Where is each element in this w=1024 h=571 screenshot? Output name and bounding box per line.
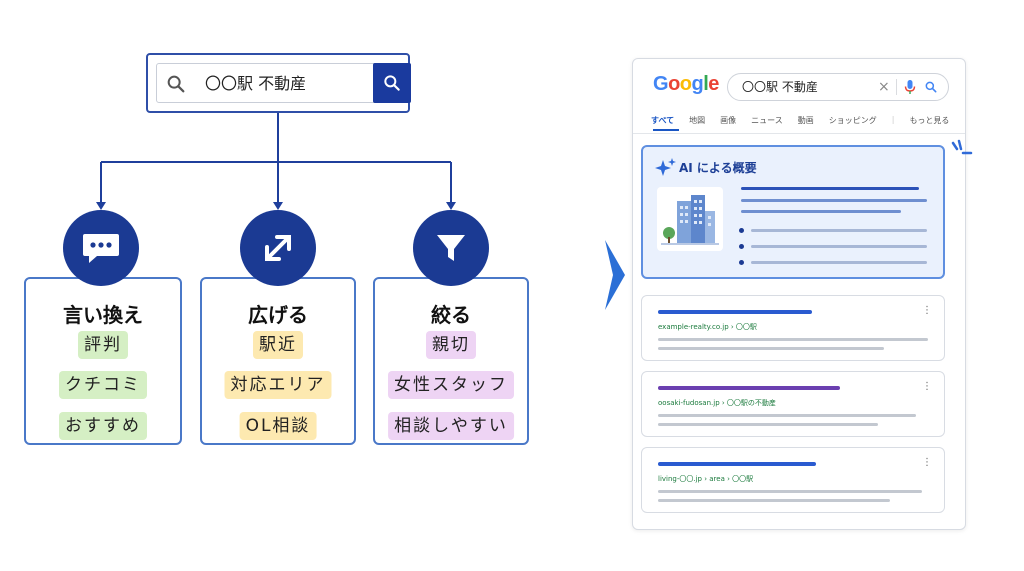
diagram-search-input: 〇〇駅 不動産 bbox=[156, 63, 411, 103]
funnel-icon bbox=[437, 235, 465, 261]
diagram-search-box: 〇〇駅 不動産 bbox=[146, 53, 411, 113]
result-snippet-line bbox=[658, 423, 878, 426]
branch-title: 言い換え bbox=[63, 303, 143, 327]
tab-more[interactable]: もっと見る bbox=[909, 116, 950, 125]
clear-icon[interactable]: × bbox=[878, 79, 890, 95]
active-tab-indicator bbox=[653, 129, 679, 131]
search-query: 〇〇駅 不動産 bbox=[742, 80, 818, 94]
more-options-icon[interactable]: ⋮ bbox=[922, 457, 932, 468]
more-options-icon[interactable]: ⋮ bbox=[922, 381, 932, 392]
result-snippet-line bbox=[658, 499, 890, 502]
branch-card-narrow: 絞る 親切 女性スタッフ 相談しやすい bbox=[373, 277, 529, 445]
ai-bullet-line bbox=[751, 229, 927, 232]
branch-tag: 評判 bbox=[78, 331, 128, 359]
tabs-divider bbox=[633, 133, 965, 134]
search-result[interactable]: example-realty.co.jp › 〇〇駅 ⋮ bbox=[641, 295, 945, 361]
building-icon bbox=[661, 195, 719, 245]
tab-images[interactable]: 画像 bbox=[720, 116, 737, 125]
branch-card-broaden: 広げる 駅近 対応エリア OL相談 bbox=[200, 277, 356, 445]
diagram-search-button bbox=[373, 63, 411, 103]
branch-tag: OL相談 bbox=[239, 412, 317, 440]
result-title-line bbox=[658, 310, 812, 314]
search-result[interactable]: living-〇〇.jp › area › 〇〇駅 ⋮ bbox=[641, 447, 945, 513]
ai-overview-title: AI による概要 bbox=[679, 161, 757, 175]
search-result[interactable]: oosaki-fudosan.jp › 〇〇駅の不動産 ⋮ bbox=[641, 371, 945, 437]
result-url: example-realty.co.jp › 〇〇駅 bbox=[658, 323, 757, 331]
tab-shopping[interactable]: ショッピング bbox=[828, 116, 877, 125]
diagram-search-query: 〇〇駅 不動産 bbox=[205, 74, 307, 93]
ai-bullet-line bbox=[751, 261, 927, 264]
tab-news[interactable]: ニュース bbox=[751, 116, 783, 125]
search-input[interactable]: 〇〇駅 不動産 × bbox=[727, 73, 949, 101]
search-icon[interactable] bbox=[924, 80, 938, 94]
microphone-icon[interactable] bbox=[904, 79, 916, 95]
result-url: living-〇〇.jp › area › 〇〇駅 bbox=[658, 475, 754, 483]
result-snippet-line bbox=[658, 347, 884, 350]
chat-bubble-icon bbox=[83, 234, 119, 263]
branch-tag: 親切 bbox=[426, 331, 476, 359]
search-results-mockup: Google 〇〇駅 不動産 × すべて 地図 画像 ニュース 動画 ショッピン… bbox=[632, 58, 973, 530]
branch-tag: おすすめ bbox=[59, 412, 147, 440]
branch-tag: 相談しやすい bbox=[388, 412, 514, 440]
sparkle-icon bbox=[655, 158, 676, 176]
result-snippet-line bbox=[658, 414, 916, 417]
arrow-right-icon bbox=[605, 240, 625, 310]
search-tabs: すべて 地図 画像 ニュース 動画 ショッピング | もっと見る bbox=[651, 115, 949, 126]
branch-icon-broaden bbox=[240, 210, 316, 286]
branch-title: 広げる bbox=[248, 303, 308, 327]
ai-overview-panel: AI による概要 bbox=[641, 145, 945, 279]
branch-icon-narrow bbox=[413, 210, 489, 286]
ai-bullet-dot bbox=[739, 244, 744, 249]
branch-tag: 駅近 bbox=[253, 331, 303, 359]
branch-tag: 女性スタッフ bbox=[388, 371, 514, 399]
result-title-line bbox=[658, 386, 840, 390]
building-illustration bbox=[657, 187, 723, 251]
result-url: oosaki-fudosan.jp › 〇〇駅の不動産 bbox=[658, 399, 776, 407]
more-options-icon[interactable]: ⋮ bbox=[922, 305, 932, 316]
search-icon bbox=[167, 75, 185, 93]
search-icon bbox=[384, 75, 400, 91]
expand-arrows-icon bbox=[265, 235, 291, 261]
branch-title: 絞る bbox=[431, 303, 471, 327]
tab-separator: | bbox=[891, 115, 895, 124]
ai-summary-line bbox=[741, 199, 927, 202]
branch-icon-rephrase bbox=[63, 210, 139, 286]
branch-tag: 対応エリア bbox=[224, 371, 332, 399]
tab-maps[interactable]: 地図 bbox=[689, 116, 706, 125]
result-title-line bbox=[658, 462, 816, 466]
ai-summary-line bbox=[741, 210, 901, 213]
google-logo: Google bbox=[653, 73, 719, 95]
result-snippet-line bbox=[658, 338, 928, 341]
branch-tag: クチコミ bbox=[59, 371, 147, 399]
tab-all[interactable]: すべて bbox=[651, 116, 675, 125]
result-snippet-line bbox=[658, 490, 922, 493]
search-divider bbox=[896, 79, 897, 95]
ai-summary-line bbox=[741, 187, 919, 190]
branch-card-rephrase: 言い換え 評判 クチコミ おすすめ bbox=[24, 277, 182, 445]
diagram-connectors bbox=[96, 113, 456, 210]
ai-bullet-line bbox=[751, 245, 927, 248]
ai-bullet-dot bbox=[739, 228, 744, 233]
tab-videos[interactable]: 動画 bbox=[797, 116, 814, 125]
highlight-marks-icon bbox=[951, 139, 973, 155]
ai-bullet-dot bbox=[739, 260, 744, 265]
